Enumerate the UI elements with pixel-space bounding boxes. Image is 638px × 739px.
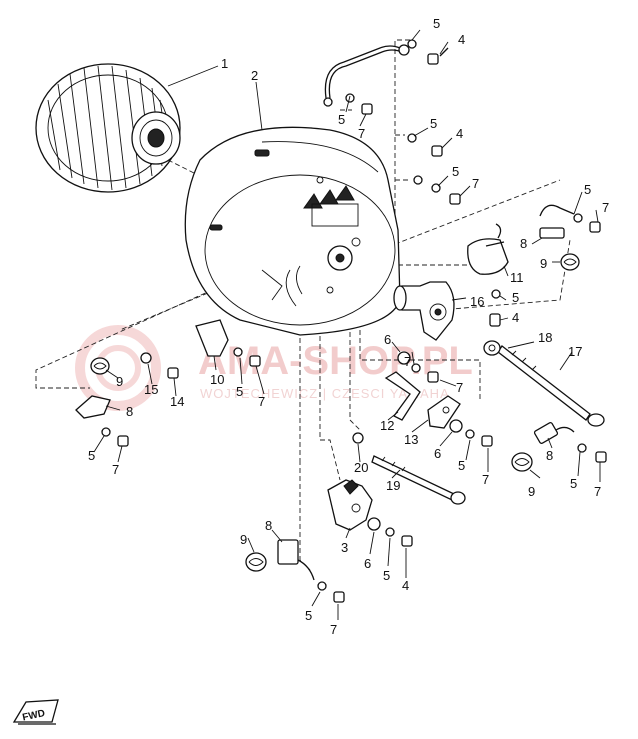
plate-part-13: [427, 395, 461, 429]
callout-17: 17: [568, 344, 582, 359]
callout-4: 4: [456, 126, 463, 141]
callout-16: 16: [470, 294, 484, 309]
callout-5: 5: [452, 164, 459, 179]
callout-5: 5: [570, 476, 577, 491]
callout-8: 8: [265, 518, 272, 533]
callout-13: 13: [404, 432, 418, 447]
callout-5: 5: [88, 448, 95, 463]
callout-15: 15: [144, 382, 158, 397]
part-16: [393, 281, 455, 341]
contact-breaker-part-3: [327, 479, 413, 547]
callout-3: 3: [341, 540, 348, 555]
stator-part-1: [35, 63, 181, 193]
callout-6: 6: [384, 332, 391, 347]
callout-7: 7: [482, 472, 489, 487]
flywheel-housing-part-2: [184, 126, 401, 336]
callout-6: 6: [364, 556, 371, 571]
callout-9: 9: [528, 484, 535, 499]
callout-7: 7: [602, 200, 609, 215]
callout-5: 5: [236, 384, 243, 399]
callout-5: 5: [430, 116, 437, 131]
callout-11: 11: [510, 270, 524, 285]
callout-7: 7: [472, 176, 479, 191]
lever-part-12: [384, 371, 421, 421]
brush-assembly-lower: [245, 539, 345, 603]
callout-4: 4: [458, 32, 465, 47]
watermark-subtitle: WOJTECHEWICZ | CZESCI YAMAHA: [200, 386, 450, 401]
callout-5: 5: [383, 568, 390, 583]
long-bolt-part-17: [483, 340, 605, 427]
leader-lines: [93, 29, 601, 620]
brush-assembly-left: [75, 352, 179, 447]
callout-7: 7: [112, 462, 119, 477]
callout-4: 4: [402, 578, 409, 593]
fwd-label: FWD: [21, 708, 46, 723]
callout-5: 5: [433, 16, 440, 31]
callout-12: 12: [380, 418, 394, 433]
fwd-arrow-icon: FWD: [12, 699, 59, 725]
callout-4: 4: [512, 310, 519, 325]
callout-14: 14: [170, 394, 184, 409]
bracket-part-10: [195, 319, 261, 367]
callout-7: 7: [404, 354, 411, 369]
callout-8: 8: [546, 448, 553, 463]
callout-1: 1: [221, 56, 228, 71]
callout-7: 7: [594, 484, 601, 499]
callout-8: 8: [520, 236, 527, 251]
callout-7: 7: [258, 394, 265, 409]
wire-harness-top: [323, 44, 410, 107]
brush-assembly-right-mid: [511, 422, 607, 472]
brush-assembly-right-top: [539, 204, 601, 271]
callout-6: 6: [434, 446, 441, 461]
callout-9: 9: [240, 532, 247, 547]
callout-9: 9: [116, 374, 123, 389]
watermark: AMA-SHOP.PL WOJTECHEWICZ | CZESCI YAMAHA: [75, 325, 473, 411]
callout-7: 7: [456, 380, 463, 395]
callout-10: 10: [210, 372, 224, 387]
callout-8: 8: [126, 404, 133, 419]
part-11: [467, 223, 509, 327]
watermark-title: AMA-SHOP.PL: [198, 339, 473, 383]
fasteners-middle: [397, 351, 493, 447]
callout-9: 9: [540, 256, 547, 271]
callout-5: 5: [458, 458, 465, 473]
callout-5: 5: [512, 290, 519, 305]
callout-labels: 1 2 3 4 4 4 4 5 5 5 5 5 5 5 5 5 5 5 5 6 …: [88, 16, 609, 637]
callout-18: 18: [538, 330, 552, 345]
callout-2: 2: [251, 68, 258, 83]
callout-5: 5: [584, 182, 591, 197]
callout-7: 7: [330, 622, 337, 637]
callout-19: 19: [386, 478, 400, 493]
callout-7: 7: [358, 126, 365, 141]
callout-5: 5: [338, 112, 345, 127]
shaft-part-19: [352, 432, 466, 505]
callout-20: 20: [354, 460, 368, 475]
callout-5: 5: [305, 608, 312, 623]
